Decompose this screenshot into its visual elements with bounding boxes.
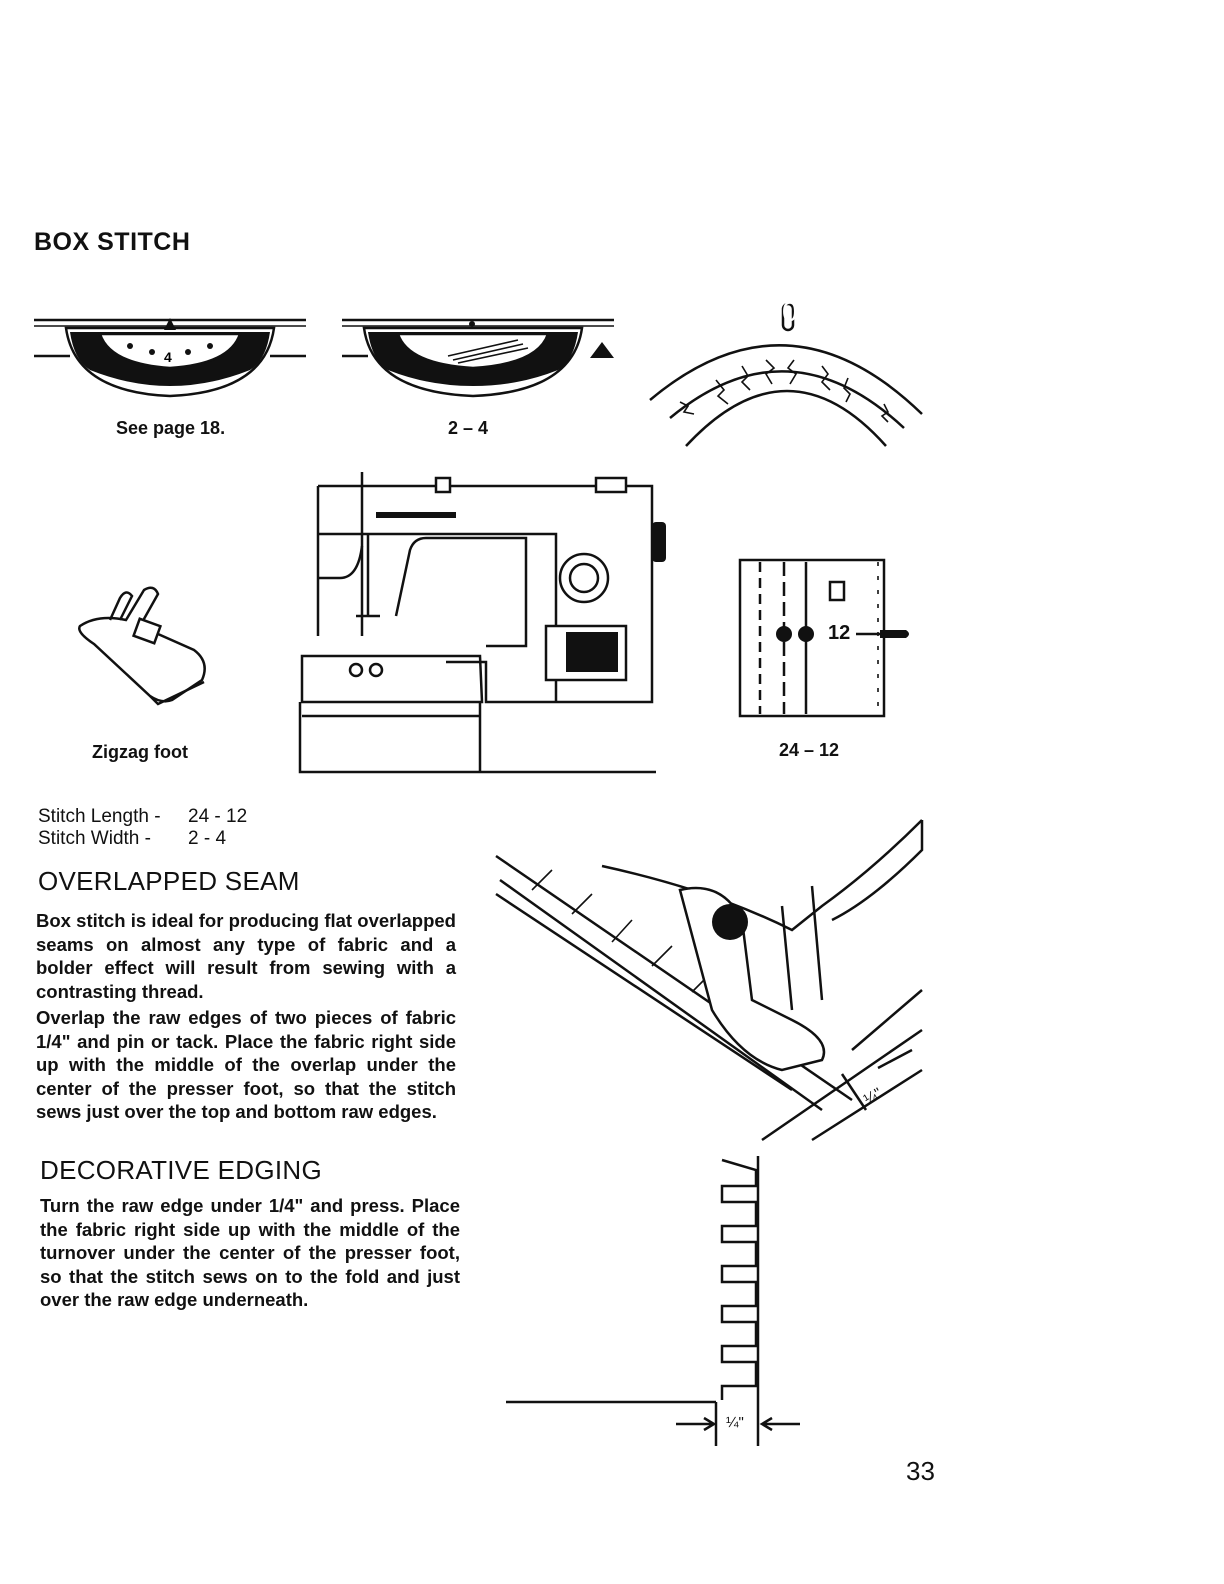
stitch-length-label: Stitch Length -: [38, 806, 161, 827]
stitch-length-indicator: [738, 558, 909, 718]
selector-zero-mark: 0: [782, 296, 798, 327]
zigzag-foot-illustration: [78, 586, 206, 706]
overlapped-seam-paragraph-2: Overlap the raw edges of two pieces of f…: [36, 1007, 456, 1122]
width-dial-caption: See page 18.: [116, 418, 226, 438]
length-dial-illustration: [342, 318, 614, 398]
overlapped-seam-heading: OVERLAPPED SEAM: [38, 866, 300, 896]
overlapped-seam-paragraph-1: Box stitch is ideal for producing flat o…: [36, 910, 456, 1002]
stitch-width-label: Stitch Width -: [38, 828, 151, 849]
stitch-length-value: 24 - 12: [188, 806, 248, 827]
stitch-settings: Stitch Length - 24 - 12 Stitch Width - 2 -…: [38, 806, 247, 850]
length-dial-caption: 2 – 4: [448, 418, 489, 438]
stitch-width-value: 2 - 4: [188, 828, 227, 849]
sewing-machine-illustration: [298, 472, 666, 774]
length-indicator-value: 12: [828, 622, 851, 644]
width-dial-illustration: 4: [34, 318, 306, 398]
decorative-edging-paragraph: Turn the raw edge under 1/4" and press. …: [40, 1195, 460, 1310]
edging-quarter-inch-mark: ¼": [726, 1414, 744, 1431]
decorative-edging-heading: DECORATIVE EDGING: [40, 1155, 322, 1185]
svg-text:4: 4: [164, 349, 172, 365]
page-title: BOX STITCH: [34, 228, 191, 256]
page-number: 33: [906, 1456, 935, 1486]
pattern-selector-illustration: [649, 302, 923, 447]
overlapped-seam-illustration: [495, 819, 924, 1142]
zigzag-foot-caption: Zigzag foot: [92, 742, 188, 762]
length-indicator-caption: 24 – 12: [779, 740, 840, 760]
decorative-edging-illustration: [506, 1156, 800, 1446]
